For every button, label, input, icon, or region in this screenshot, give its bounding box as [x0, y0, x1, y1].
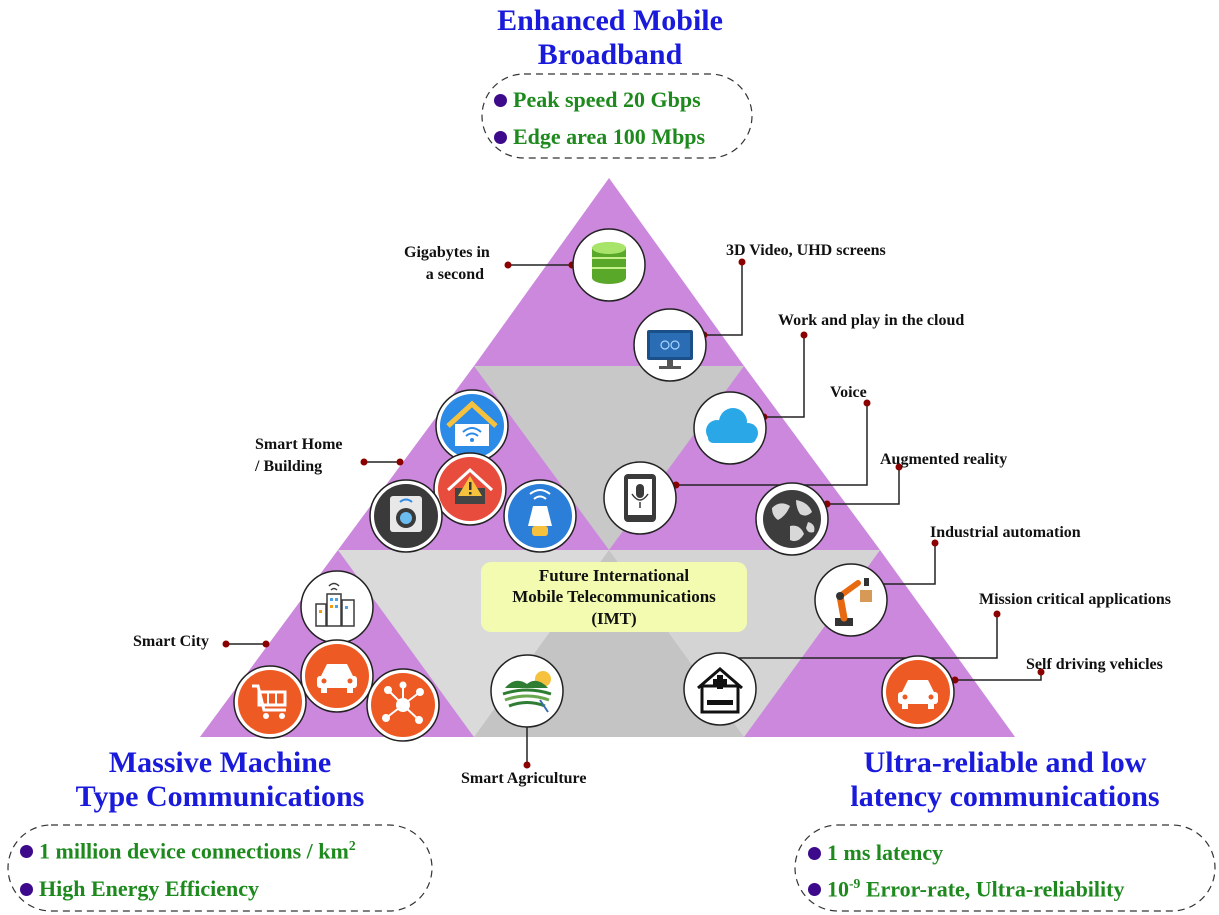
label-gigabytes-line2: a second [425, 265, 485, 283]
smart-home-icon [435, 389, 509, 463]
bullet-dot-icon [494, 93, 507, 107]
label-ar: Augmented reality [880, 451, 1008, 468]
label-smart-home: Smart Home / Building [255, 434, 343, 477]
label-industrial: Industrial automation [930, 524, 1081, 541]
smart-lamp-icon [503, 479, 577, 553]
label-smart-home-line2: / Building [255, 457, 323, 475]
leader-industrial [880, 543, 936, 585]
label-smart-city: Smart City [133, 633, 209, 650]
urllc-heading: Ultra-reliable and low latency communica… [790, 746, 1219, 813]
mmtc-bullet-2: High Energy Efficiency [20, 876, 259, 902]
smart-city-icon [300, 570, 374, 644]
agriculture-icon [490, 654, 564, 728]
warning-home-icon [433, 452, 507, 526]
label-mission: Mission critical applications [979, 591, 1171, 608]
globe-icon [755, 482, 829, 556]
monitor-icon [633, 308, 707, 382]
mmtc-bullet-1-text: 1 million device connections / km2 [39, 838, 356, 864]
imt-center-box: Future International Mobile Telecommunic… [481, 562, 747, 632]
bullet-dot-icon [808, 846, 821, 860]
urllc-bullet-1: 1 ms latency [808, 840, 943, 866]
mmtc-heading-line2: Type Communications [75, 779, 365, 813]
embb-heading-line2: Broadband [537, 37, 683, 71]
urllc-heading-line2: latency communications [850, 779, 1160, 813]
leader-ar [827, 467, 900, 505]
hospital-icon [683, 652, 757, 726]
imt-line2: Mobile Telecommunications [512, 587, 716, 607]
bullet-dot-icon [20, 844, 33, 858]
embb-heading-line1: Enhanced Mobile [497, 4, 723, 37]
voice-tablet-icon [603, 461, 677, 535]
embb-heading: Enhanced Mobile Broadband [420, 4, 800, 71]
leader-mission [717, 614, 998, 659]
urllc-bullet-2: 10-9 Error-rate, Ultra-reliability [808, 876, 1124, 902]
urllc-bullet-1-text: 1 ms latency [827, 840, 944, 865]
leader-video [704, 262, 743, 336]
urllc-heading-line1: Ultra-reliable and low [863, 746, 1147, 779]
embb-bullet-2: Edge area 100 Mbps [494, 124, 705, 150]
embb-bullet-1-text: Peak speed 20 Gbps [513, 87, 701, 112]
label-cloud: Work and play in the cloud [778, 312, 965, 329]
bullet-dot-icon [494, 130, 507, 144]
bl-bullets-frame [7, 824, 433, 912]
urllc-bullet-2-text: 10-9 Error-rate, Ultra-reliability [827, 876, 1125, 902]
car-icon [881, 655, 955, 729]
database-icon [572, 228, 646, 302]
label-smart-agriculture: Smart Agriculture [461, 770, 587, 787]
leader-voice [676, 403, 868, 486]
shopping-cart-icon [233, 665, 307, 739]
car-icon [300, 639, 374, 713]
robot-arm-icon [814, 563, 888, 637]
label-smart-home-line1: Smart Home [255, 436, 343, 453]
imt-line3: (IMT) [591, 608, 637, 628]
mmtc-bullet-2-text: High Energy Efficiency [39, 876, 259, 901]
label-voice: Voice [830, 384, 867, 401]
label-gigabytes-line1: Gigabytes in [404, 244, 490, 261]
leader-cloud [764, 335, 805, 418]
mmtc-heading: Massive Machine Type Communications [30, 746, 410, 813]
label-gigabytes: Gigabytes in a second [404, 242, 490, 285]
washing-machine-icon [369, 479, 443, 553]
bullet-dot-icon [20, 882, 33, 896]
mmtc-heading-line1: Massive Machine [108, 746, 332, 779]
br-bullets-frame [794, 824, 1216, 912]
mmtc-bullet-1: 1 million device connections / km2 [20, 838, 356, 864]
label-self-driving: Self driving vehicles [1026, 656, 1163, 673]
embb-bullet-2-text: Edge area 100 Mbps [513, 124, 706, 149]
imt-line1: Future International [538, 566, 690, 586]
network-icon [366, 668, 440, 742]
bullet-dot-icon [808, 882, 821, 896]
top-bullets-frame [481, 73, 753, 159]
embb-bullet-1: Peak speed 20 Gbps [494, 87, 701, 113]
label-video: 3D Video, UHD screens [726, 242, 886, 259]
cloud-icon [693, 391, 767, 465]
